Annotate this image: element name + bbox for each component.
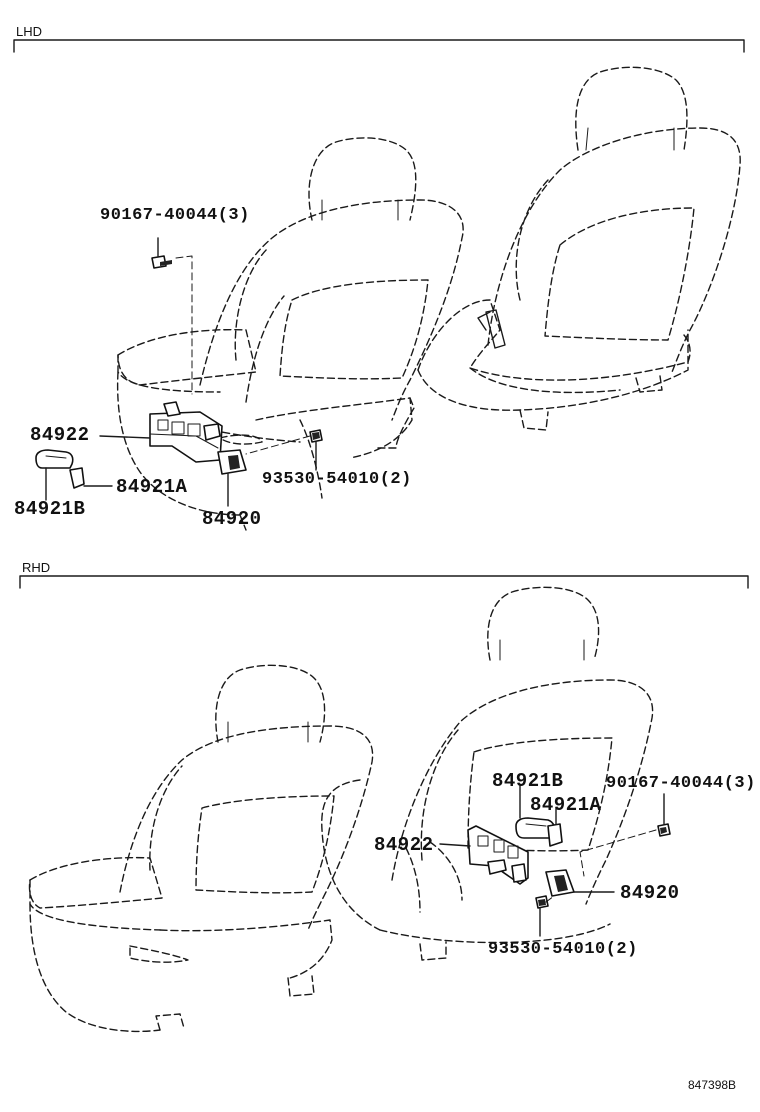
rhd-callout-sub-switch: 84920	[620, 882, 680, 904]
rhd-right-seat	[321, 586, 654, 961]
lhd-callout-knob-a: 84921A	[116, 476, 188, 498]
rhd-callout-knob-a: 84921A	[530, 794, 602, 816]
rhd-frame	[19, 575, 749, 589]
section-label-rhd: RHD	[22, 560, 51, 575]
lhd-right-seat	[417, 66, 741, 431]
lhd-left-seat	[116, 137, 464, 531]
rhd-callout-knob-b: 84921B	[492, 770, 564, 792]
rhd-callout-switch-assy: 84922	[374, 834, 434, 856]
lhd-callout-screw: 93530-54010(2)	[262, 470, 412, 489]
section-label-lhd: LHD	[16, 24, 43, 39]
rhd-callout-screw: 93530-54010(2)	[488, 940, 638, 959]
lhd-frame	[13, 39, 745, 53]
rhd-callout-bolt: 90167-40044(3)	[606, 774, 756, 793]
lhd-parts	[35, 237, 323, 507]
rhd-left-seat	[28, 664, 374, 1033]
lhd-callout-knob-b: 84921B	[14, 498, 86, 520]
lhd-callout-bolt: 90167-40044(3)	[100, 206, 250, 225]
figure-reference-number: 847398B	[688, 1078, 737, 1092]
rhd-parts	[439, 785, 671, 937]
lhd-callout-sub-switch: 84920	[202, 508, 262, 530]
lhd-callout-switch-assy: 84922	[30, 424, 90, 446]
